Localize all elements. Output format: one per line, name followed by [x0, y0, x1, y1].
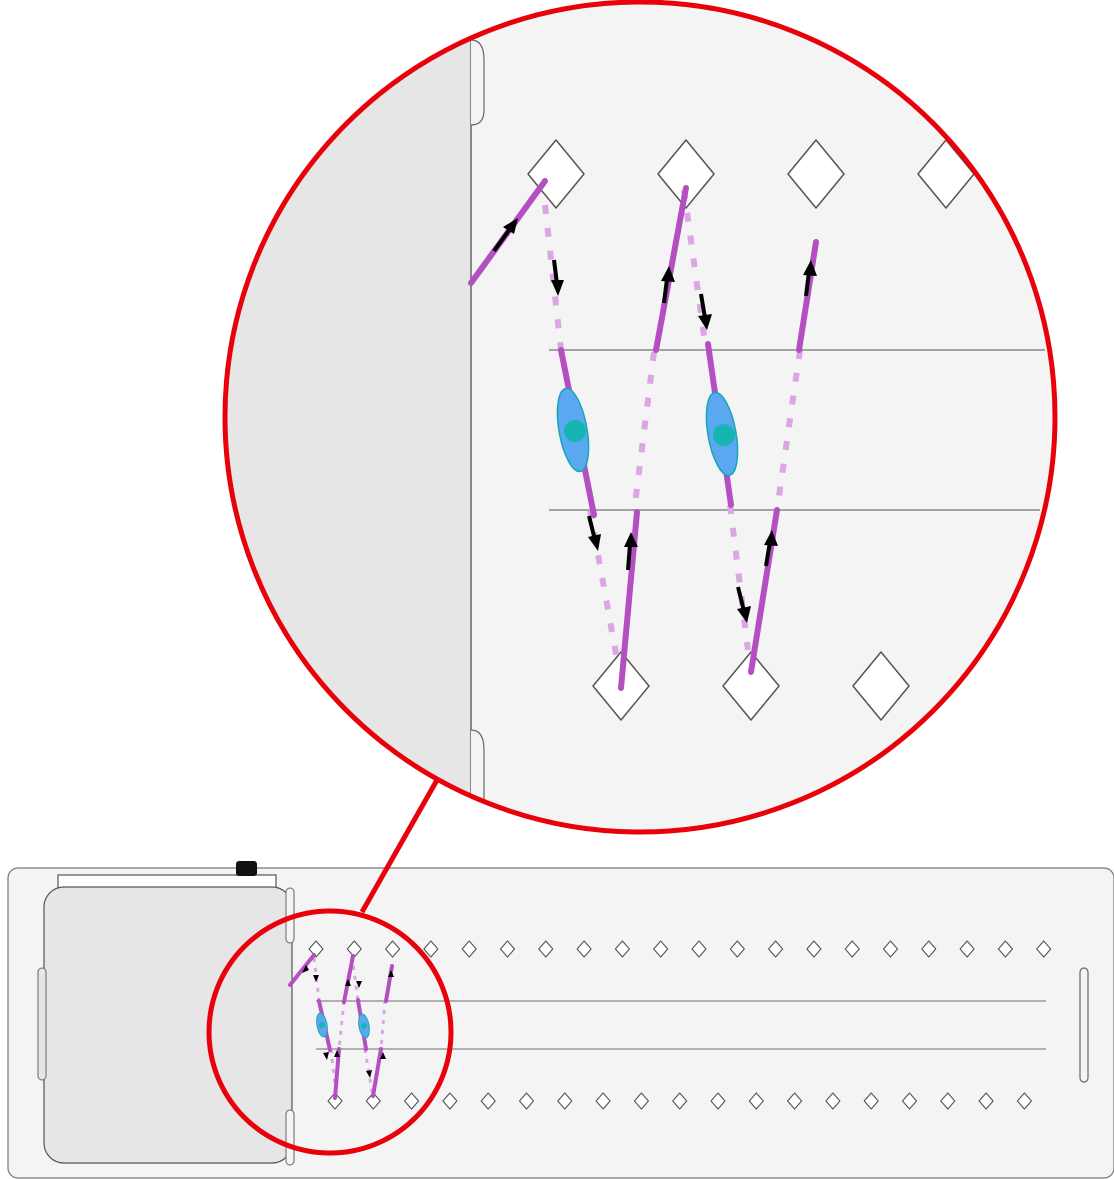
pin-diamond-icon [691, 940, 707, 958]
block-right-tab-bottom [285, 1109, 295, 1166]
zoom-bead-1 [556, 387, 590, 473]
pin-diamond-icon [614, 940, 630, 958]
pin-diamond-icon [844, 940, 860, 958]
pin-diamond-icon [365, 1092, 381, 1110]
block-left-tab [37, 967, 47, 1081]
pin-diamond-icon [576, 940, 592, 958]
pin-diamond-icon [499, 940, 516, 958]
slot-icon [1079, 967, 1089, 1083]
pin-diamond-icon [787, 1092, 803, 1110]
overview-board [7, 861, 1114, 1179]
pin-diamond-icon [327, 1092, 343, 1110]
pin-diamond-icon [882, 940, 899, 958]
magnifier-ring-large [222, 0, 1058, 835]
arrow-icon [764, 530, 778, 567]
pin-diamond-icon [921, 940, 937, 958]
zoom-pin [657, 139, 715, 209]
pin-diamond-icon [710, 1092, 726, 1110]
pin-diamond-icon [480, 1092, 496, 1110]
pins-bottom-row [327, 1092, 1032, 1110]
arrow-icon [803, 260, 817, 297]
pin-diamond-icon [518, 1092, 535, 1110]
pin-diamond-icon [653, 940, 669, 958]
pin-diamond-icon [1016, 1092, 1032, 1110]
zoom-block [225, 2, 471, 832]
pin-diamond-icon [423, 940, 439, 958]
arrow-icon [492, 218, 518, 253]
pin-diamond-icon [959, 940, 975, 958]
zoom-pin [722, 651, 780, 721]
pin-diamond-icon [825, 1092, 841, 1110]
zoom-pin [787, 139, 845, 209]
block-body [43, 886, 293, 1164]
pin-diamond-icon [729, 940, 745, 958]
arrow-icon [551, 259, 564, 296]
pin-diamond-icon [404, 1092, 420, 1110]
magnifier-zoom [222, 0, 1058, 835]
arrow-icon [698, 293, 712, 330]
block-top-bar [57, 874, 277, 889]
pin-diamond-icon [1036, 940, 1052, 958]
arrow-icon [661, 266, 675, 304]
pin-diamond-icon [768, 940, 784, 958]
pin-diamond-icon [748, 1092, 764, 1110]
pin-diamond-icon [806, 940, 822, 958]
pin-diamond-icon [461, 940, 477, 958]
pin-diamond-icon [633, 1092, 649, 1110]
zoom-tab-top [470, 39, 485, 126]
pin-diamond-icon [557, 1092, 573, 1110]
block-handle-icon [236, 861, 257, 876]
arrow-icon [587, 515, 601, 551]
arrow-icon [736, 586, 751, 623]
magnifier-connector [359, 778, 440, 914]
pin-diamond-icon [940, 1092, 956, 1110]
pin-diamond-icon [385, 940, 401, 958]
pin-diamond-icon [442, 1092, 458, 1110]
pin-diamond-icon [308, 940, 324, 958]
pin-diamond-icon [901, 1092, 918, 1110]
zoom-pin [917, 139, 975, 209]
overview-thread-detail [288, 953, 394, 1100]
zoom-bead-2 [705, 391, 739, 477]
pin-diamond-icon [978, 1092, 994, 1110]
pin-diamond-icon [863, 1092, 879, 1110]
magnifier-ring-small [206, 908, 454, 1156]
pin-diamond-icon [672, 1092, 688, 1110]
arrow-icon [624, 532, 638, 571]
pin-diamond-icon [595, 1092, 611, 1110]
pin-diamond-icon [997, 940, 1013, 958]
zoom-pin [527, 139, 585, 209]
zoom-arrows [492, 218, 817, 623]
zoom-pin [852, 651, 910, 721]
pin-diamond-icon [538, 940, 554, 958]
